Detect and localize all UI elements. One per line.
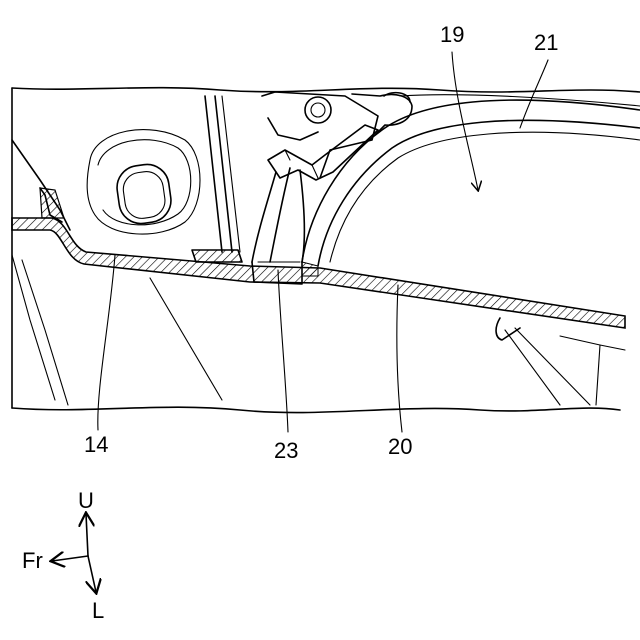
orientation-up-label: U — [78, 488, 94, 513]
orientation-left-label: L — [92, 598, 104, 623]
label-20: 20 — [388, 434, 412, 459]
orientation-front-label: Fr — [22, 548, 43, 573]
lower-right-bracket — [496, 318, 625, 405]
fan-housing — [302, 95, 640, 276]
left-structure — [12, 140, 70, 405]
floor-panel — [12, 218, 625, 400]
label-14: 14 — [84, 432, 108, 457]
mounting-boss — [87, 130, 200, 234]
clip-bracket — [262, 92, 412, 180]
orientation-indicator: U Fr L — [22, 488, 104, 623]
leader-lines — [98, 52, 548, 432]
label-21: 21 — [534, 30, 558, 55]
break-lines — [12, 88, 640, 413]
label-19: 19 — [440, 22, 464, 47]
label-23: 23 — [274, 438, 298, 463]
